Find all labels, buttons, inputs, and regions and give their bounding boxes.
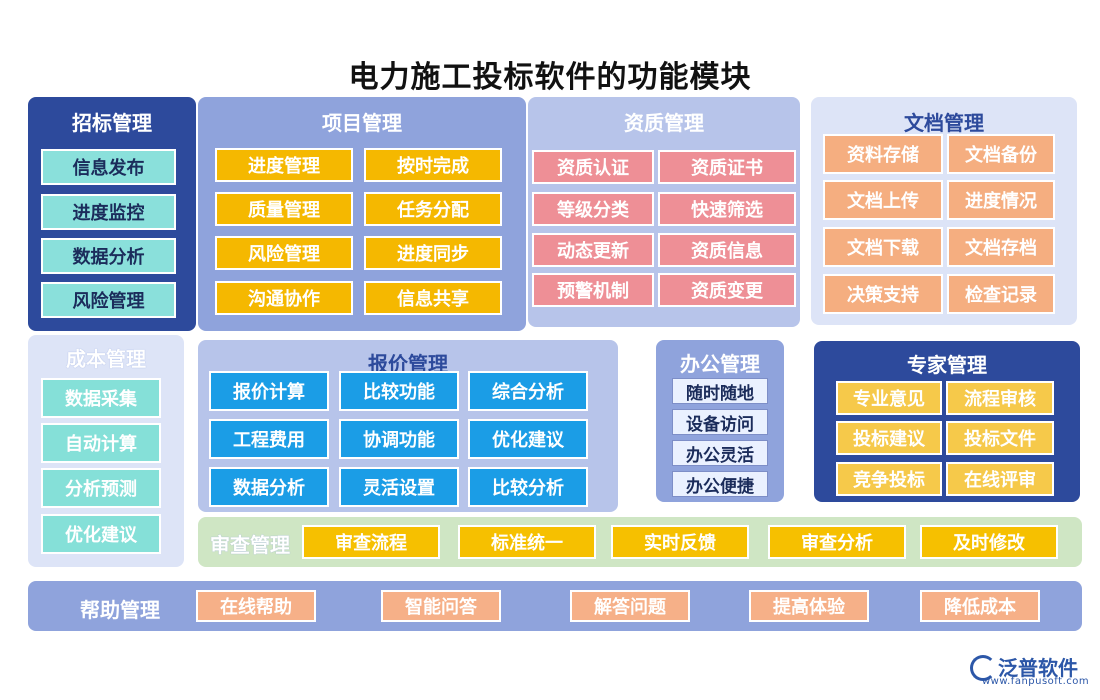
zizhi-item: 等级分类 xyxy=(532,192,654,226)
zizhi-item: 动态更新 xyxy=(532,233,654,267)
zizhi-panel: 资质管理 资质认证 资质证书 等级分类 快速筛选 动态更新 资质信息 预警机制 … xyxy=(528,97,800,327)
zhuanjia-item: 投标建议 xyxy=(836,421,942,455)
shencha-item: 审查流程 xyxy=(302,525,440,559)
bangzhu-panel: 帮助管理 在线帮助 智能问答 解答问题 提高体验 降低成本 xyxy=(28,581,1082,631)
bangong-item: 随时随地 xyxy=(672,378,768,404)
xiangmu-title: 项目管理 xyxy=(322,111,402,135)
zhuanjia-item: 投标文件 xyxy=(946,421,1054,455)
zhaobiao-item: 进度监控 xyxy=(41,194,176,230)
wendang-item: 文档备份 xyxy=(947,134,1055,174)
zizhi-item: 资质认证 xyxy=(532,150,654,184)
shencha-item: 及时修改 xyxy=(920,525,1058,559)
xiangmu-item: 进度管理 xyxy=(215,148,353,182)
wendang-item: 文档上传 xyxy=(823,180,943,220)
zizhi-item: 预警机制 xyxy=(532,273,654,307)
chengben-item: 分析预测 xyxy=(41,468,161,508)
bangong-title: 办公管理 xyxy=(680,352,760,376)
baojia-item: 比较功能 xyxy=(339,371,459,411)
bangzhu-item: 智能问答 xyxy=(381,590,501,622)
zizhi-item: 资质证书 xyxy=(658,150,796,184)
logo-url: www.fanpusoft.com xyxy=(982,676,1090,687)
xiangmu-panel: 项目管理 进度管理 按时完成 质量管理 任务分配 风险管理 进度同步 沟通协作 … xyxy=(198,97,526,331)
zhaobiao-panel: 招标管理 信息发布 进度监控 数据分析 风险管理 xyxy=(28,97,196,331)
baojia-item: 综合分析 xyxy=(468,371,588,411)
shencha-panel: 审查管理 审查流程 标准统一 实时反馈 审查分析 及时修改 xyxy=(198,517,1082,567)
page-title: 电力施工投标软件的功能模块 xyxy=(348,60,752,95)
zizhi-item: 快速筛选 xyxy=(658,192,796,226)
baojia-item: 数据分析 xyxy=(209,467,329,507)
zhuanjia-title: 专家管理 xyxy=(907,353,987,377)
xiangmu-item: 进度同步 xyxy=(364,236,502,270)
chengben-item: 自动计算 xyxy=(41,423,161,463)
zizhi-item: 资质信息 xyxy=(658,233,796,267)
baojia-item: 报价计算 xyxy=(209,371,329,411)
bangong-item: 办公灵活 xyxy=(672,440,768,466)
zhaobiao-item: 数据分析 xyxy=(41,238,176,274)
zizhi-item: 资质变更 xyxy=(658,273,796,307)
wendang-item: 进度情况 xyxy=(947,180,1055,220)
baojia-item: 比较分析 xyxy=(468,467,588,507)
wendang-item: 决策支持 xyxy=(823,274,943,314)
wendang-item: 资料存储 xyxy=(823,134,943,174)
wendang-panel: 文档管理 资料存储 文档备份 文档上传 进度情况 文档下载 文档存档 决策支持 … xyxy=(811,97,1077,325)
bangong-item: 设备访问 xyxy=(672,409,768,435)
baojia-item: 工程费用 xyxy=(209,419,329,459)
baojia-item: 协调功能 xyxy=(339,419,459,459)
xiangmu-item: 风险管理 xyxy=(215,236,353,270)
wendang-item: 检查记录 xyxy=(947,274,1055,314)
wendang-item: 文档下载 xyxy=(823,227,943,267)
shencha-item: 审查分析 xyxy=(768,525,906,559)
logo-name: 泛普软件 xyxy=(998,656,1078,680)
xiangmu-item: 任务分配 xyxy=(364,192,502,226)
zhaobiao-title: 招标管理 xyxy=(72,111,152,135)
zizhi-title: 资质管理 xyxy=(624,111,704,135)
bangzhu-item: 在线帮助 xyxy=(196,590,316,622)
shencha-title: 审查管理 xyxy=(210,533,290,557)
zhaobiao-item: 信息发布 xyxy=(41,149,176,185)
bangong-item: 办公便捷 xyxy=(672,471,768,497)
xiangmu-item: 沟通协作 xyxy=(215,281,353,315)
zhuanjia-item: 流程审核 xyxy=(946,381,1054,415)
zhaobiao-item: 风险管理 xyxy=(41,282,176,318)
chengben-item: 数据采集 xyxy=(41,378,161,418)
zhuanjia-panel: 专家管理 专业意见 流程审核 投标建议 投标文件 竞争投标 在线评审 xyxy=(814,341,1080,502)
zhuanjia-item: 在线评审 xyxy=(946,462,1054,496)
baojia-panel: 报价管理 报价计算 比较功能 综合分析 工程费用 协调功能 优化建议 数据分析 … xyxy=(198,340,618,512)
logo-icon xyxy=(970,655,996,681)
bangong-panel: 办公管理 随时随地 设备访问 办公灵活 办公便捷 xyxy=(656,340,784,502)
xiangmu-item: 按时完成 xyxy=(364,148,502,182)
wendang-title: 文档管理 xyxy=(904,111,984,135)
bangzhu-item: 解答问题 xyxy=(570,590,690,622)
chengben-item: 优化建议 xyxy=(41,514,161,554)
bangzhu-item: 降低成本 xyxy=(920,590,1040,622)
xiangmu-item: 信息共享 xyxy=(364,281,502,315)
chengben-title: 成本管理 xyxy=(66,347,146,371)
bangzhu-title: 帮助管理 xyxy=(80,598,160,622)
chengben-panel: 成本管理 数据采集 自动计算 分析预测 优化建议 xyxy=(28,335,184,567)
baojia-item: 灵活设置 xyxy=(339,467,459,507)
bangzhu-item: 提高体验 xyxy=(749,590,869,622)
zhuanjia-item: 专业意见 xyxy=(836,381,942,415)
baojia-item: 优化建议 xyxy=(468,419,588,459)
shencha-item: 实时反馈 xyxy=(611,525,749,559)
wendang-item: 文档存档 xyxy=(947,227,1055,267)
shencha-item: 标准统一 xyxy=(458,525,596,559)
xiangmu-item: 质量管理 xyxy=(215,192,353,226)
zhuanjia-item: 竞争投标 xyxy=(836,462,942,496)
